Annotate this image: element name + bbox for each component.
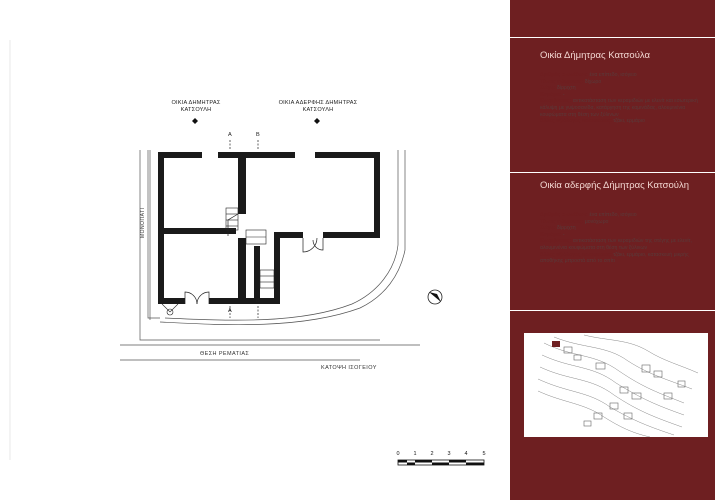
house1-row-levels: Αριθμός επιπέδων: ένα επίπεδο, ισόγειο <box>540 72 637 78</box>
house2-label-line1: ΟΙΚΙΑ ΑΔΕΡΦΗΣ ΔΗΜΗΤΡΑΣ <box>278 100 358 106</box>
house1-row-interventions: Επεμβάσεις: αντικατάσταση των κεραμιδιών… <box>540 98 698 118</box>
house2-row-type: Τύπος κτίσματος: μονόχωρο <box>540 218 609 225</box>
panel-divider-bottom <box>510 310 715 311</box>
house1-title: Οικία Δήμητρας Κατσούλα <box>540 50 650 61</box>
panel-divider-middle <box>510 172 715 173</box>
house-markers <box>192 118 320 124</box>
house2-title: Οικία αδερφής Δήμητρας Κατσούλη <box>540 180 690 191</box>
house1-row-type: Τύπος κτίσματος: δίχωρο <box>540 78 602 85</box>
house2-row-other: Άλλες αξιόλογες κατασκευές: τζάκι, ερμάρ… <box>540 251 689 265</box>
north-arrow <box>427 289 443 305</box>
floor-plan-drawing <box>9 40 485 466</box>
house1-details: Αριθμός επιπέδων: ένα επίπεδο, ισόγειο Τ… <box>540 72 708 125</box>
scale-label-2: 2 <box>430 451 434 457</box>
street-left-label: ΜΟΝΟΠΑΤΙ <box>140 207 146 238</box>
street-bottom-label: ΘΕΣΗ ΡΕΜΑΤΙΑΣ <box>200 351 250 357</box>
plan-title: ΚΑΤΟΨΗ ΙΣΟΓΕΙΟΥ <box>321 365 377 371</box>
site-boundary <box>120 150 420 361</box>
site-map-drawing <box>537 334 699 438</box>
scale-label-5: 5 <box>482 451 486 457</box>
section-b-bottom: B <box>256 298 260 304</box>
stair-details <box>161 207 275 316</box>
scale-bar <box>397 459 485 466</box>
site-map <box>524 333 708 438</box>
highlighted-house <box>552 341 560 347</box>
house1-row-arch: Καμάρα: - <box>540 91 565 98</box>
section-a-bottom: A <box>228 308 232 314</box>
house1-label-line2: ΚΑΤΣΟΥΛΗ <box>180 106 212 113</box>
house1-plan-label: ΟΙΚΙΑ ΔΗΜΗΤΡΑΣ ΚΑΤΣΟΥΛΗ <box>168 100 224 113</box>
info-panel: Οικία Δήμητρας Κατσούλα Αριθμός επιπέδων… <box>510 0 715 500</box>
house2-row-roof: Στέγη: δίρριχτη <box>540 225 576 232</box>
house2-plan-label: ΟΙΚΙΑ ΑΔΕΡΦΗΣ ΔΗΜΗΤΡΑΣ ΚΑΤΣΟΥΛΗ <box>275 100 361 113</box>
house2-details: Αριθμός επιπέδων: ένα επίπεδο, ισόγειο Τ… <box>540 212 708 265</box>
house2-label-line2: ΚΑΤΣΟΥΛΗ <box>302 106 334 113</box>
house2-row-arch: Καμάρα: - <box>540 231 565 238</box>
scale-label-1: 1 <box>413 451 417 457</box>
scale-label-4: 4 <box>464 451 468 457</box>
building-walls <box>158 152 380 304</box>
house1-label-line1: ΟΙΚΙΑ ΔΗΜΗΤΡΑΣ <box>171 100 221 106</box>
floor-plan-area: ΟΙΚΙΑ ΔΗΜΗΤΡΑΣ ΚΑΤΣΟΥΛΗ ΟΙΚΙΑ ΑΔΕΡΦΗΣ ΔΗ… <box>9 40 486 466</box>
section-a-top: A <box>228 132 232 138</box>
panel-divider-top <box>510 37 715 38</box>
house1-row-roof: Στέγη: δίρριχτη <box>540 85 576 92</box>
contour-lines <box>537 334 699 438</box>
scale-label-3: 3 <box>447 451 451 457</box>
section-b-top: B <box>256 132 260 138</box>
house1-row-other: Άλλες αξιόλογες κατασκευές: τζάκι, ερμάρ… <box>540 118 645 125</box>
section-lines <box>229 140 259 318</box>
scale-label-0: 0 <box>396 451 400 457</box>
building-outlines <box>563 346 686 427</box>
house2-row-interventions: Επεμβάσεις: αντικατάσταση των κεραμιδιών… <box>540 238 693 251</box>
house2-row-levels: Αριθμός επιπέδων: ένα επίπεδο, ισόγειο <box>540 212 637 218</box>
